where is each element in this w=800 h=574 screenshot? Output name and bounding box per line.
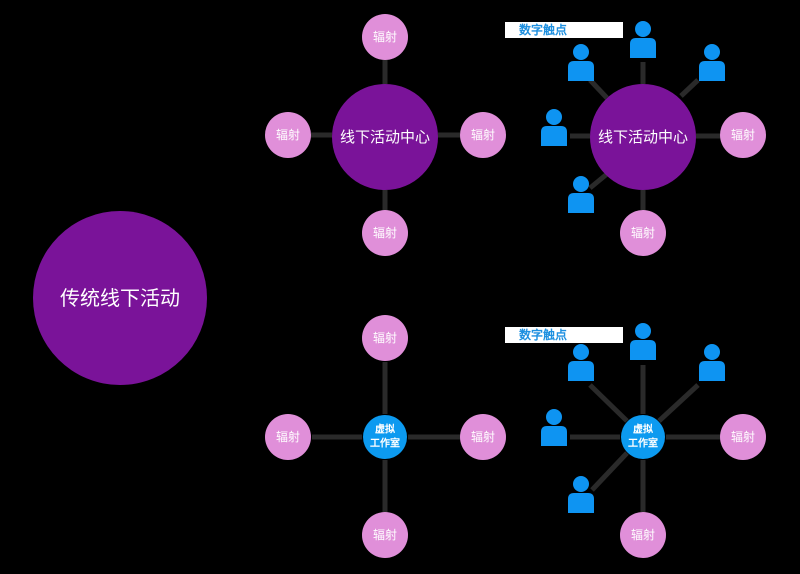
satellite-node: 辐射 (460, 112, 506, 158)
person-icon (630, 323, 656, 360)
virtual-digital-label-line1: 虚拟 (633, 423, 653, 436)
offline-digital-center (590, 84, 696, 190)
virtual-digital-center (621, 415, 665, 459)
virtual-digital-group: 虚拟 工作室 辐射 辐射 (541, 323, 766, 558)
person-icon (568, 176, 594, 213)
person-icon (541, 409, 567, 446)
satellite-label: 辐射 (631, 527, 655, 542)
satellite-label: 辐射 (373, 225, 397, 240)
offline-hub-group: 线下活动中心 辐射 辐射 辐射 辐射 (265, 14, 506, 256)
virtual-hub-center (363, 415, 407, 459)
digital-touchpoint-tag: 数字触点 (505, 22, 623, 38)
offline-hub-connectors (311, 60, 460, 210)
offline-hub-center (332, 84, 438, 190)
connector (588, 172, 609, 190)
connector (588, 78, 609, 100)
satellite-label: 辐射 (471, 127, 495, 142)
satellite-node: 辐射 (362, 14, 408, 60)
person-icon (568, 344, 594, 381)
satellite-node: 辐射 (620, 512, 666, 558)
connector (590, 451, 629, 492)
offline-digital-group: 线下活动中心 辐射 辐射 (541, 21, 766, 256)
offline-digital-connectors (570, 62, 720, 210)
virtual-hub-group: 虚拟 工作室 辐射 辐射 辐射 辐射 (265, 315, 506, 558)
satellite-label: 辐射 (631, 225, 655, 240)
offline-digital-center-label: 线下活动中心 (598, 128, 688, 146)
satellite-label: 辐射 (373, 527, 397, 542)
satellite-label: 辐射 (731, 127, 755, 142)
satellite-node: 辐射 (720, 414, 766, 460)
satellite-node: 辐射 (362, 512, 408, 558)
satellite-node: 辐射 (265, 414, 311, 460)
satellite-label: 辐射 (276, 429, 300, 444)
satellite-node: 辐射 (265, 112, 311, 158)
satellite-label: 辐射 (373, 29, 397, 44)
satellite-label: 辐射 (731, 429, 755, 444)
virtual-digital-connectors (570, 365, 720, 512)
person-icon (630, 21, 656, 58)
virtual-hub-label-line1: 虚拟 (375, 423, 395, 436)
satellite-node: 辐射 (362, 315, 408, 361)
traditional-activity-node: 传统线下活动 (33, 211, 207, 385)
satellite-node: 辐射 (460, 414, 506, 460)
person-icon (568, 44, 594, 81)
connector (588, 383, 629, 423)
satellite-label: 辐射 (373, 330, 397, 345)
person-icon (699, 344, 725, 381)
digital-touchpoint-tag: 数字触点 (505, 327, 623, 343)
virtual-hub-label-line2: 工作室 (370, 437, 400, 450)
connector (657, 383, 700, 423)
connector (679, 78, 700, 98)
offline-hub-center-label: 线下活动中心 (340, 128, 430, 146)
satellite-node: 辐射 (620, 210, 666, 256)
person-icon (541, 109, 567, 146)
satellite-node: 辐射 (362, 210, 408, 256)
satellite-label: 辐射 (276, 127, 300, 142)
traditional-activity-label: 传统线下活动 (60, 286, 180, 310)
person-icon (699, 44, 725, 81)
virtual-digital-label-line2: 工作室 (628, 437, 658, 450)
satellite-node: 辐射 (720, 112, 766, 158)
virtual-hub-connectors (312, 362, 460, 512)
person-icon (568, 476, 594, 513)
satellite-label: 辐射 (471, 429, 495, 444)
